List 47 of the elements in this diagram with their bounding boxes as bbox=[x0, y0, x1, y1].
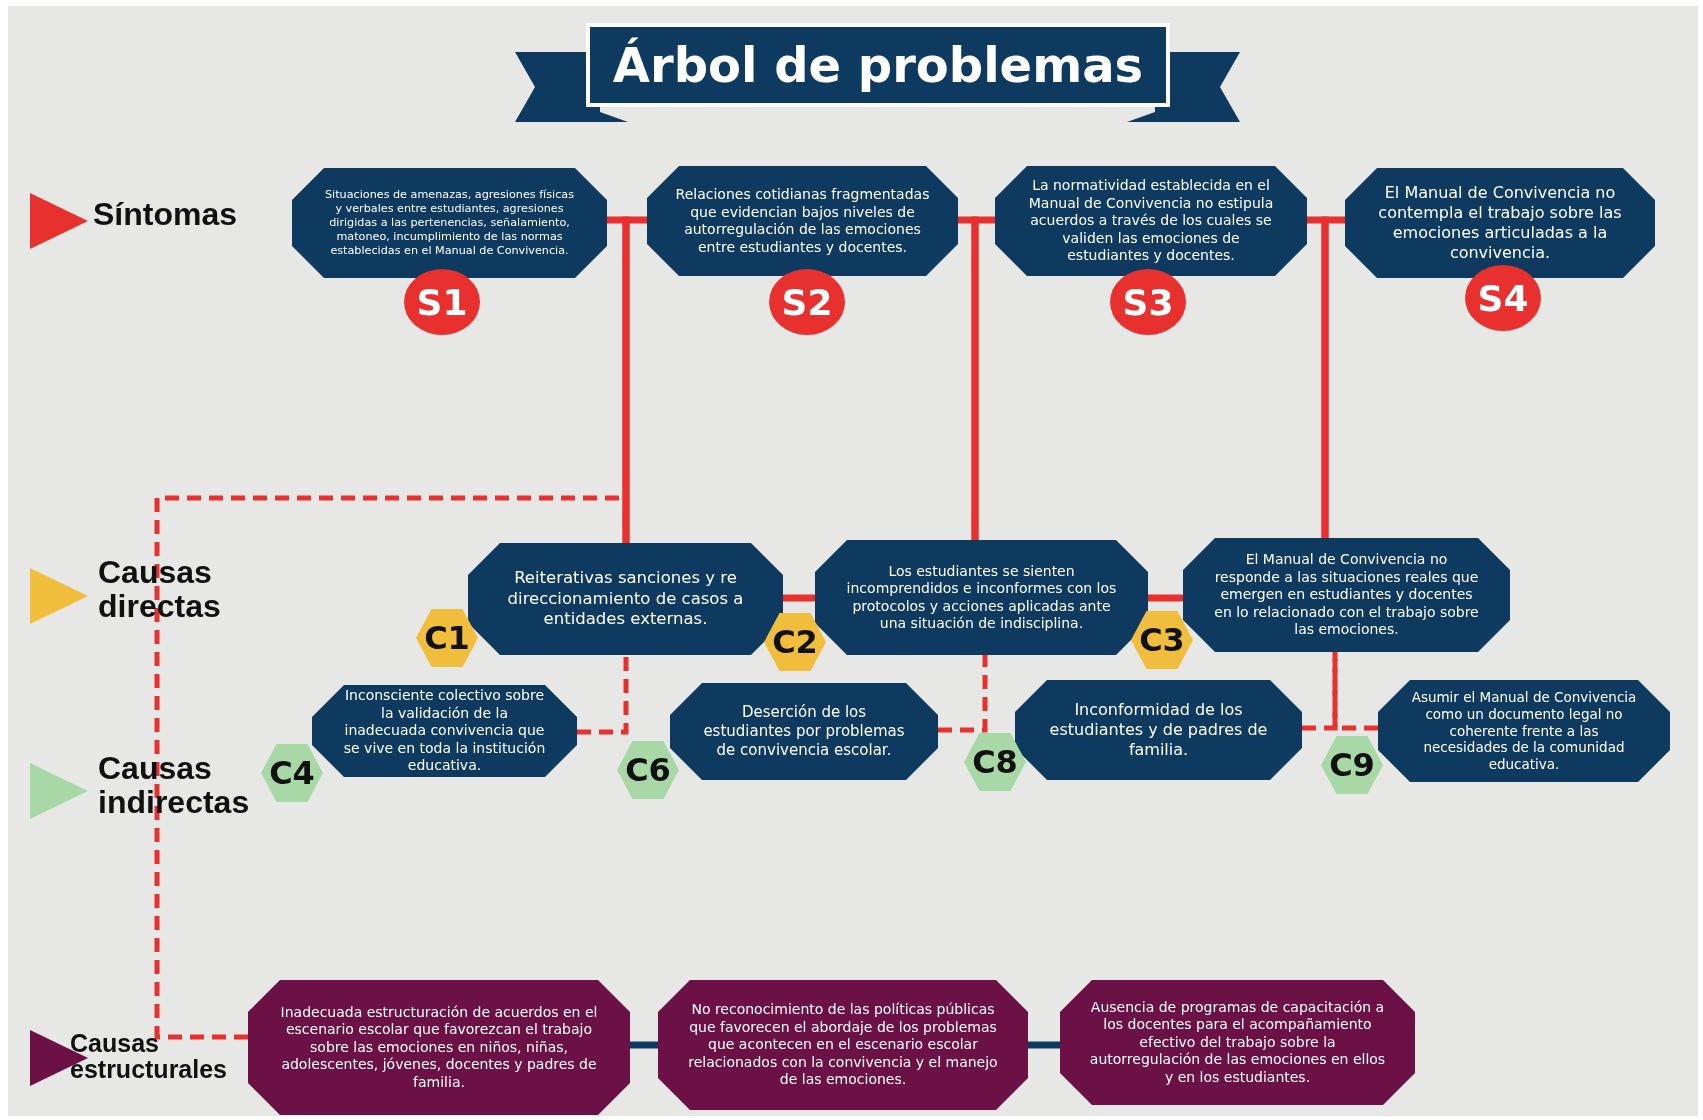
cause-badge: C8 bbox=[964, 733, 1026, 791]
title: Árbol de problemas bbox=[611, 36, 1145, 94]
node-text: Asumir el Manual de Convivencia como un documento legal no coherente frente a las necesidades de la comunidad educativa. bbox=[1410, 688, 1638, 774]
connector-line bbox=[783, 594, 815, 602]
connector-line bbox=[630, 1041, 658, 1049]
direct-cause-box bbox=[1183, 538, 1510, 652]
cause-badge: C6 bbox=[617, 741, 679, 799]
row-label: Causas indirectas bbox=[98, 752, 251, 820]
cause-badge: C1 bbox=[416, 609, 478, 667]
symptom-badge: S2 bbox=[769, 269, 845, 335]
indirect-cause-box bbox=[1378, 680, 1670, 782]
node-text: Inconsciente colectivo sobre la validación de la inadecuada convivencia que se vive en toda la institución educativa. bbox=[342, 687, 547, 775]
node-text: Ausencia de programas de capacitación a los docentes para el acompañamiento efectivo del trabajo sobre la autorregulación de las emociones en ellos y en los estudiantes. bbox=[1088, 998, 1387, 1087]
dashed-connector bbox=[577, 655, 629, 735]
connector-line bbox=[971, 216, 995, 540]
row-label: Causas estructurales bbox=[70, 1030, 229, 1083]
structural-cause-box bbox=[658, 980, 1028, 1110]
node-text: La normatividad establecida en el Manual de Convivencia no estipula acuerdos a través de los cuales se validen las emociones de estudiantes y docentes. bbox=[1027, 177, 1275, 265]
structural-cause-box bbox=[1060, 980, 1415, 1105]
connector-line bbox=[622, 216, 647, 543]
connector-line bbox=[1321, 216, 1345, 538]
node-text: El Manual de Convivencia no contempla el trabajo sobre las emociones articuladas a la convivencia. bbox=[1377, 183, 1623, 263]
cause-badge: C4 bbox=[261, 744, 323, 802]
cause-badge: C9 bbox=[1321, 736, 1383, 794]
cause-badge: C3 bbox=[1131, 611, 1193, 669]
connector-line bbox=[1148, 594, 1183, 602]
dashed-connector bbox=[938, 655, 988, 733]
connector-line bbox=[1028, 1041, 1060, 1049]
row-label: Causas directas bbox=[98, 556, 222, 624]
indirect-cause-box bbox=[312, 685, 577, 777]
indirect-cause-box bbox=[670, 683, 938, 780]
symptom-badge: S1 bbox=[404, 269, 480, 335]
node-text: Los estudiantes se sienten incomprendidos e inconformes con los protocolos y acciones aplicadas ante una situación de indisciplina. bbox=[845, 562, 1118, 633]
node-text: Reiterativas sanciones y re direccionamiento de casos a entidades externas. bbox=[506, 568, 745, 630]
node-text: Inadecuada estructuración de acuerdos en el escenario escolar que favorezcan el trabajo sobre las emociones en niños, niñas, adolescentes, jóvenes, docentes y padres de familia. bbox=[279, 1003, 599, 1092]
symptom-badge: S3 bbox=[1110, 269, 1186, 335]
node-text: El Manual de Convivencia no responde a las situaciones reales que emergen en estudiantes y docentes en lo relacionado con el trabajo sobre las emociones. bbox=[1213, 551, 1480, 639]
node-text: Deserción de los estudiantes por problemas de convivencia escolar. bbox=[702, 703, 906, 760]
dashed-connector bbox=[1332, 652, 1378, 731]
node-text: No reconocimiento de las políticas públicas que favorecen el abordaje de los problemas que acontecen en el escenario escolar relacionados con la convivencia y el manejo de las emociones. bbox=[687, 1001, 999, 1089]
structural-cause-box bbox=[248, 980, 630, 1115]
dashed-connector bbox=[154, 495, 629, 1040]
node-text: Situaciones de amenazas, agresiones físicas y verbales entre estudiantes, agresiones dirigidas a las pertenencias, señalamiento, matoneo, incumplimiento de las normas establecidas en el Manual de Convivencia. bbox=[324, 188, 575, 258]
node-text: Inconformidad de los estudiantes y de padres de familia. bbox=[1048, 700, 1269, 760]
row-label: Síntomas bbox=[93, 198, 239, 232]
node-text: Relaciones cotidianas fragmentadas que evidencian bajos niveles de autorregulación de las emociones entre estudiantes y docentes. bbox=[675, 186, 930, 256]
symptom-badge: S4 bbox=[1465, 265, 1541, 331]
